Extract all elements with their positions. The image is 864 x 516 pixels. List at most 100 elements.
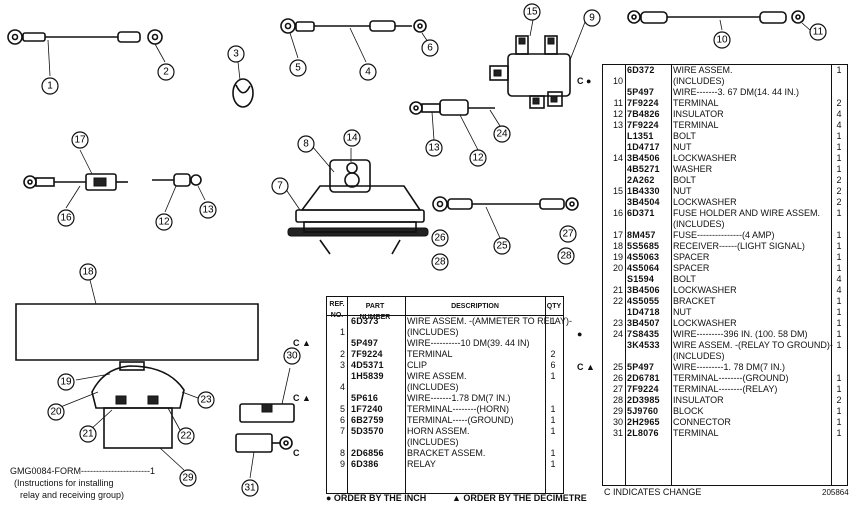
ref-number: 5 (339, 404, 345, 414)
part-number: 6D372 (627, 65, 655, 75)
callout-5 (289, 59, 307, 77)
callout-label: 12 (472, 153, 484, 164)
wire-assembly-1-2 (7, 29, 166, 77)
part-number: 6D386 (351, 459, 379, 469)
callout-label: 29 (182, 473, 194, 484)
description: WASHER (673, 164, 713, 174)
callout-label: 13 (428, 143, 440, 154)
ref-number: 18 (612, 241, 623, 251)
ref-number: 2 (339, 349, 345, 359)
description: TERMINAL--------(relay) (673, 384, 778, 394)
terminal-24 (409, 99, 501, 151)
callout-label: 21 (82, 429, 94, 440)
part-number: 4D5371 (351, 360, 384, 370)
description: TERMINAL--------(ground) (673, 373, 789, 383)
callout-label: 16 (60, 213, 72, 224)
description: BLOCK (673, 406, 704, 416)
callout-label: 4 (365, 67, 371, 78)
callout-7 (271, 177, 289, 195)
description: WIRE-------3. 67 dm(14. 44 in.) (673, 87, 800, 97)
description: TERMINAL (673, 428, 719, 438)
ref-number: 4 (339, 382, 345, 392)
callout-28 (557, 247, 575, 265)
description: WIRE-------1.78 dm(7 in.) (407, 393, 511, 403)
part-number: S1594 (627, 274, 655, 284)
part-number: 4S5063 (627, 252, 660, 262)
quantity: 2 (836, 395, 842, 405)
part-number: 1F7240 (351, 404, 383, 414)
description: BOLT (673, 131, 696, 141)
callout-label: 7 (277, 181, 283, 192)
callout-label: 10 (716, 35, 728, 46)
description: BOLT (673, 274, 696, 284)
ref-number: 15 (612, 186, 623, 196)
description: HORN ASSEM. (407, 426, 470, 436)
description: NUT (673, 142, 692, 152)
part-number: 5S5685 (627, 241, 660, 251)
callout-11 (809, 23, 827, 41)
callout-13 (199, 201, 217, 219)
callout-12 (155, 213, 173, 231)
part-number: 4S5064 (627, 263, 660, 273)
quantity: 1 (836, 263, 842, 273)
receiver-18 (15, 279, 259, 361)
quantity: 4 (836, 285, 842, 295)
change-mark: C (293, 448, 300, 458)
part-number: 5P497 (627, 362, 655, 372)
ref-number: 20 (612, 263, 623, 273)
part-number: 1D4717 (627, 142, 660, 152)
callout-18 (79, 263, 97, 281)
quantity: 1 (836, 406, 842, 416)
change-mark: C ▲ (293, 393, 311, 403)
description: WIRE----------10 dm(39. 44 in) (407, 338, 530, 348)
callout-label: 28 (434, 257, 446, 268)
change-mark: C ● (577, 76, 592, 86)
parts-row: 4(Includes) (327, 382, 563, 393)
part-number: 5P497 (351, 338, 379, 348)
callout-31 (241, 479, 259, 497)
callout-label: 27 (562, 229, 574, 240)
legend-change: C INDICATES CHANGE (604, 487, 702, 497)
callout-25 (493, 237, 511, 255)
callout-20 (47, 403, 65, 421)
part-number: 3B4506 (627, 153, 660, 163)
fuse-holder-16 (23, 149, 128, 209)
part-number: 1H5839 (351, 371, 384, 381)
signal-bracket-assembly (57, 361, 199, 471)
quantity: 1 (550, 448, 556, 458)
callout-10 (713, 31, 731, 49)
ref-number: 28 (612, 395, 623, 405)
part-number: 2H2965 (627, 417, 660, 427)
callout-27 (559, 225, 577, 243)
ref-number: 30 (612, 417, 623, 427)
callout-19 (57, 373, 75, 391)
ref-number: 26 (612, 373, 623, 383)
callout-label: 12 (158, 217, 170, 228)
description: NUT (673, 307, 692, 317)
part-number: 7S8435 (627, 329, 660, 339)
description: (Includes) (407, 327, 459, 337)
description: BOLT (673, 175, 696, 185)
parts-row: (Includes) (327, 437, 563, 448)
ref-number: 23 (612, 318, 623, 328)
ref-number: 25 (612, 362, 623, 372)
quantity: 6 (550, 360, 556, 370)
